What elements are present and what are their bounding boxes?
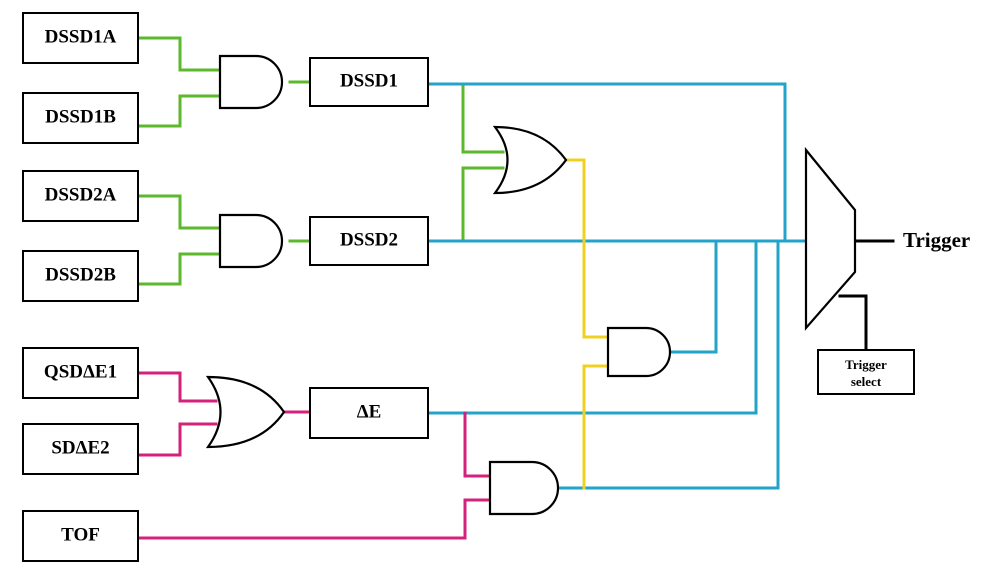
input-dssd2b: DSSD2B [22,250,139,302]
wire-dssd1a-to-and1 [136,36,222,72]
input-sde2: SDΔE2 [22,423,139,475]
input-boxes: DSSD1A DSSD1B DSSD2A DSSD2B QSDΔE1 SDΔE2… [22,12,139,562]
signal-de: ΔE [309,387,429,439]
input-dssd1a: DSSD1A [22,12,139,64]
wire-and4-to-and3 [582,364,610,490]
or-gate-de [205,375,286,449]
input-dssd2a-label: DSSD2A [45,184,117,205]
input-dssd1b-label: DSSD1B [45,106,116,127]
wires [136,36,895,540]
wire-sde2-to-or2 [136,422,218,457]
wire-dssd2a-to-and2 [136,194,222,230]
and-gate-dssd2 [218,213,284,269]
signal-dssd1-label: DSSD1 [340,70,398,91]
wire-and3-to-mux [669,239,718,354]
input-qsde1: QSDΔE1 [22,347,139,399]
logic-gates [205,54,672,516]
input-qsde1-label: QSDΔE1 [44,361,117,382]
signal-dssd2-label: DSSD2 [340,229,398,250]
wire-de-tap-to-and4 [463,411,492,478]
and-gate-de-tof [488,460,560,516]
input-sde2-label: SDΔE2 [51,437,109,458]
signal-dssd1: DSSD1 [309,57,429,107]
wire-dssd1-to-mux [426,82,787,243]
wire-dssd2-tap-to-or1 [461,166,505,243]
wire-dssd1b-to-and1 [136,94,222,128]
wire-de-to-mux [426,239,758,415]
wire-and4-to-mux [556,239,780,490]
trigger-output-label: Trigger [903,228,970,252]
input-tof: TOF [22,510,139,562]
trigger-select-label-line2: select [851,374,882,389]
signal-boxes: DSSD1 DSSD2 ΔE [309,57,429,439]
input-dssd2b-label: DSSD2B [45,264,116,285]
trigger-select-label-line1: Trigger [845,357,887,372]
wire-dssd2b-to-and2 [136,252,222,286]
wire-qsde1-to-or2 [136,371,218,403]
trigger-select-box: Trigger select [817,349,915,395]
or-gate-dssd [492,125,568,195]
trigger-multiplexer [804,146,857,331]
wire-dssd1-tap-to-or1 [461,82,505,154]
and-gate-dssd1 [218,54,284,110]
signal-dssd2: DSSD2 [309,216,429,266]
wire-trigger-select-to-mux [838,294,868,352]
input-dssd1a-label: DSSD1A [45,26,117,47]
wire-or1-to-and3 [564,158,610,339]
input-tof-label: TOF [61,524,100,545]
signal-de-label: ΔE [357,401,382,422]
wire-tof-to-and4 [136,498,492,540]
input-dssd2a: DSSD2A [22,170,139,222]
input-dssd1b: DSSD1B [22,92,139,144]
and-gate-coincidence [606,326,672,378]
